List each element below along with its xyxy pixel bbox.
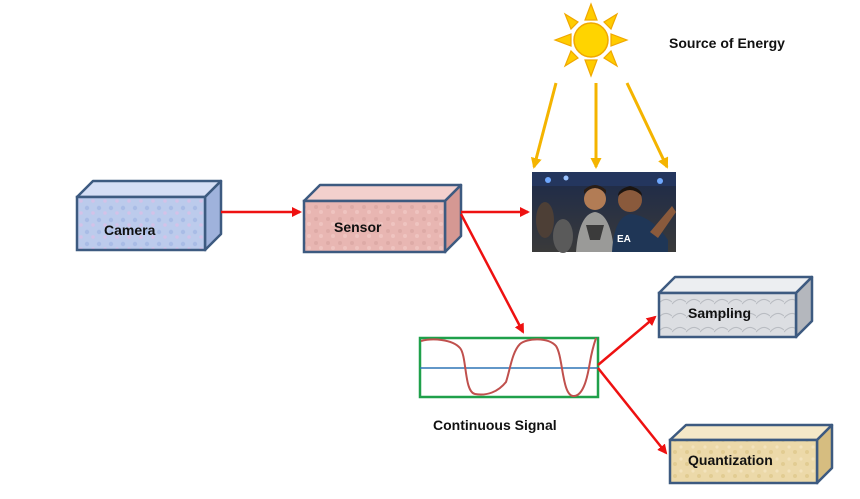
quantization-box [668, 423, 834, 485]
source-of-energy-label: Source of Energy [669, 35, 785, 51]
arrow-signal-to-sampling [597, 315, 657, 366]
energy-ray-left [530, 82, 558, 169]
sun-icon [553, 2, 629, 78]
svg-text:EA: EA [617, 234, 631, 245]
energy-ray-right [625, 82, 669, 169]
photo-thumbnail: EA [532, 172, 676, 253]
sensor-box [302, 183, 463, 254]
sampling-box [657, 275, 814, 339]
signal-waveform [420, 337, 597, 397]
continuous-signal-plot [418, 336, 600, 399]
arrow-sensor-to-signal [459, 213, 525, 334]
continuous-signal-label: Continuous Signal [433, 417, 557, 433]
arrow-signal-to-quantization [597, 367, 668, 455]
camera-label: Camera [104, 222, 156, 238]
sampling-label: Sampling [688, 305, 752, 321]
sensor-label: Sensor [334, 219, 382, 235]
quantization-label: Quantization [688, 452, 773, 468]
camera-box [75, 179, 223, 252]
